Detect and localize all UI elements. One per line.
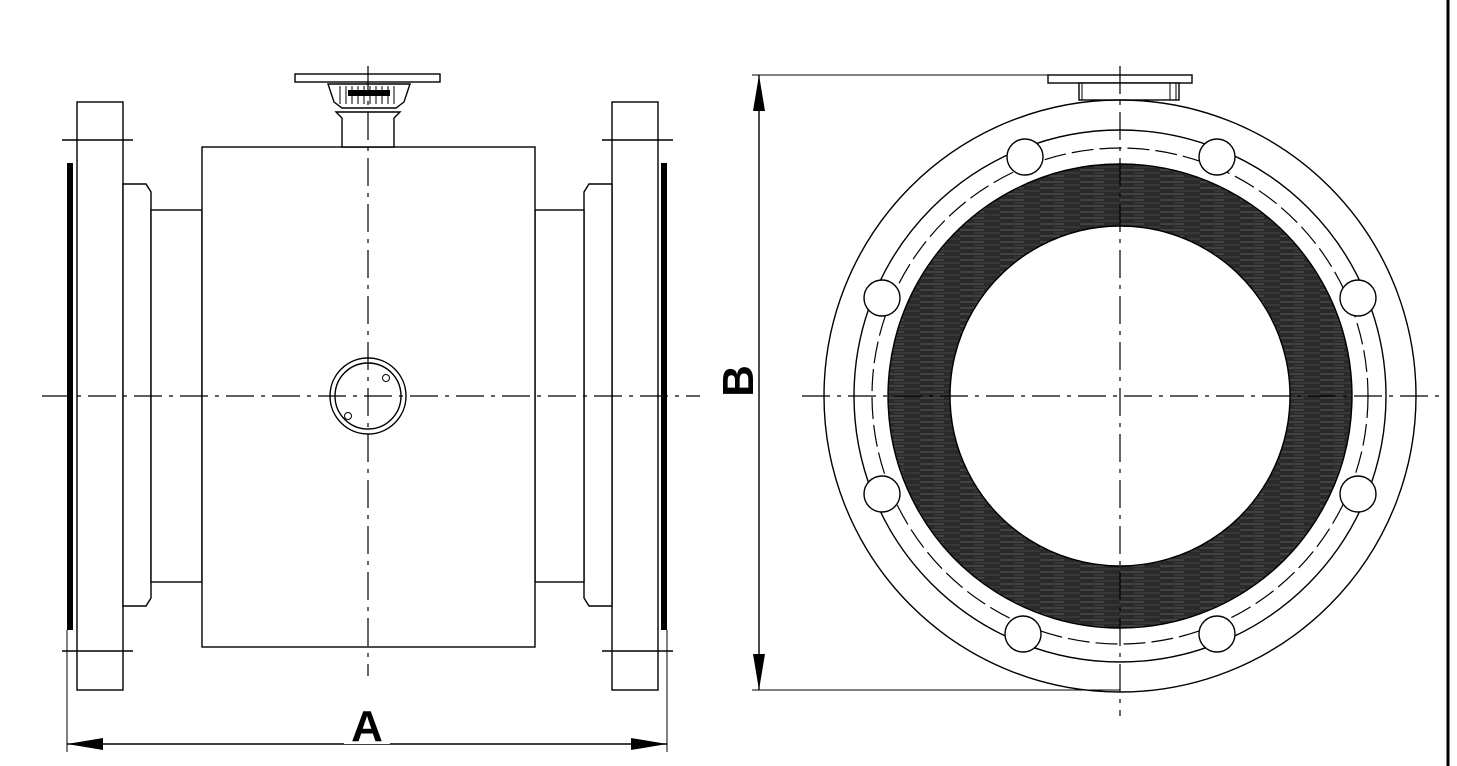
bolt-hole bbox=[863, 279, 901, 317]
dimension-a: A bbox=[66, 630, 668, 752]
dimension-b: B bbox=[714, 74, 1120, 691]
front-converter-neck bbox=[1078, 82, 1180, 101]
bolt-hole bbox=[1339, 279, 1377, 317]
bolt-holes bbox=[863, 138, 1377, 653]
bolt-hole bbox=[1198, 138, 1236, 176]
dimension-b-arrow-bottom bbox=[753, 654, 765, 690]
bolt-hole bbox=[1004, 615, 1042, 653]
right-hub bbox=[583, 183, 613, 607]
bolt-hole bbox=[1339, 475, 1377, 513]
dimension-a-arrow-right bbox=[631, 738, 667, 750]
dimension-a-label: A bbox=[351, 702, 383, 751]
dimension-a-arrow-left bbox=[67, 738, 103, 750]
liner-ring bbox=[887, 163, 1353, 629]
bolt-hole bbox=[1006, 138, 1044, 176]
dimension-b-arrow-top bbox=[753, 75, 765, 111]
front-view bbox=[802, 66, 1442, 716]
side-port-screw-1 bbox=[382, 374, 390, 382]
side-port-screw-2 bbox=[344, 412, 352, 420]
bolt-hole bbox=[863, 475, 901, 513]
converter-cap-ribs bbox=[339, 86, 395, 104]
left-hub bbox=[122, 183, 152, 607]
side-view bbox=[42, 66, 700, 691]
dimension-b-label: B bbox=[714, 365, 763, 397]
bolt-hole bbox=[1198, 615, 1236, 653]
